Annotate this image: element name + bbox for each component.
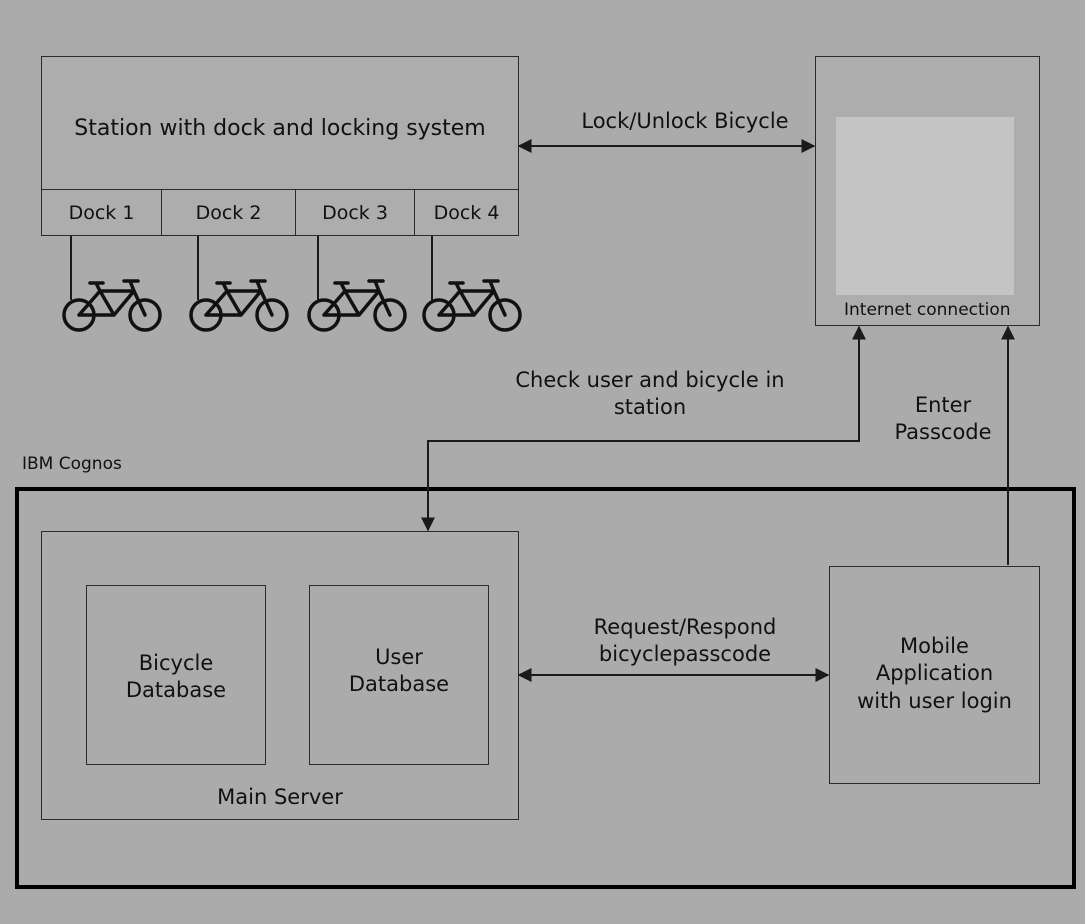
dock-3: Dock 3 — [296, 190, 415, 235]
enter-passcode-label: Enter Passcode — [894, 393, 992, 445]
internet-label: Internet connection — [844, 300, 1011, 320]
bicycle-4-icon — [422, 279, 522, 332]
user-database-label: User Database — [348, 645, 450, 697]
bicycle-2-icon — [189, 279, 289, 332]
lock-unlock-label: Lock/Unlock Bicycle — [581, 109, 789, 133]
mobile-app-box: Mobile Application with user login — [829, 566, 1040, 784]
bicycle-database-label: Bicycle Database — [125, 651, 227, 703]
dock-1: Dock 1 — [42, 190, 162, 235]
internet-panel — [836, 117, 1014, 295]
user-database-box: User Database — [309, 585, 489, 765]
request-respond-label: Request/Respond bicyclepasscode — [593, 615, 777, 667]
dock-4: Dock 4 — [433, 201, 500, 224]
main-server-label: Main Server — [217, 785, 343, 809]
bicycle-database-box: Bicycle Database — [86, 585, 266, 765]
bicycle-1-icon — [62, 279, 162, 332]
ibm-cognos-label: IBM Cognos — [22, 454, 122, 474]
dock-2: Dock 2 — [162, 190, 296, 235]
dock-row: Dock 1 Dock 2 Dock 3 Dock 4 — [42, 189, 518, 235]
station-title: Station with dock and locking system — [74, 116, 486, 141]
bicycle-3-icon — [307, 279, 407, 332]
station-box: Station with dock and locking system Doc… — [41, 56, 519, 236]
internet-box: Internet connection — [815, 56, 1040, 326]
check-user-label: Check user and bicycle in station — [515, 368, 785, 420]
main-server-box: Bicycle Database User Database Main Serv… — [41, 531, 519, 820]
mobile-app-label: Mobile Application with user login — [857, 634, 1012, 713]
